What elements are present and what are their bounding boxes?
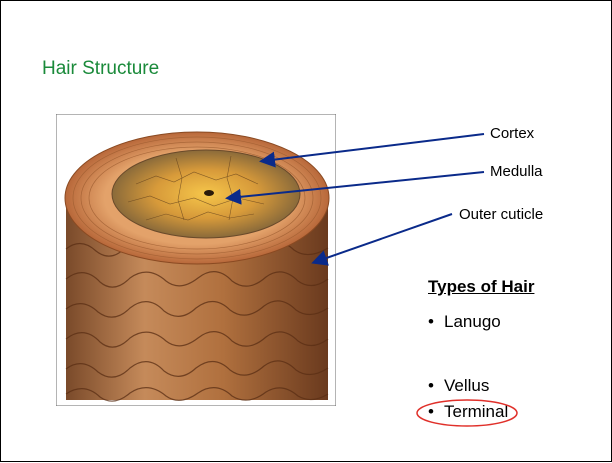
list-item-lanugo: •Lanugo [428, 312, 501, 332]
list-item-vellus: •Vellus [428, 376, 489, 396]
bullet-icon: • [428, 402, 444, 422]
list-item-label: Vellus [444, 376, 489, 395]
types-of-hair-heading: Types of Hair [428, 277, 534, 297]
bullet-icon: • [428, 376, 444, 396]
medulla-label: Medulla [490, 163, 543, 180]
cortex-label: Cortex [490, 125, 534, 142]
list-item-label: Lanugo [444, 312, 501, 331]
hair-cross-section-illustration [56, 114, 336, 406]
list-item-terminal: •Terminal [428, 402, 508, 422]
outer-cuticle-label: Outer cuticle [459, 206, 543, 223]
slide-title: Hair Structure [42, 58, 159, 80]
list-item-label: Terminal [444, 402, 508, 421]
bullet-icon: • [428, 312, 444, 332]
